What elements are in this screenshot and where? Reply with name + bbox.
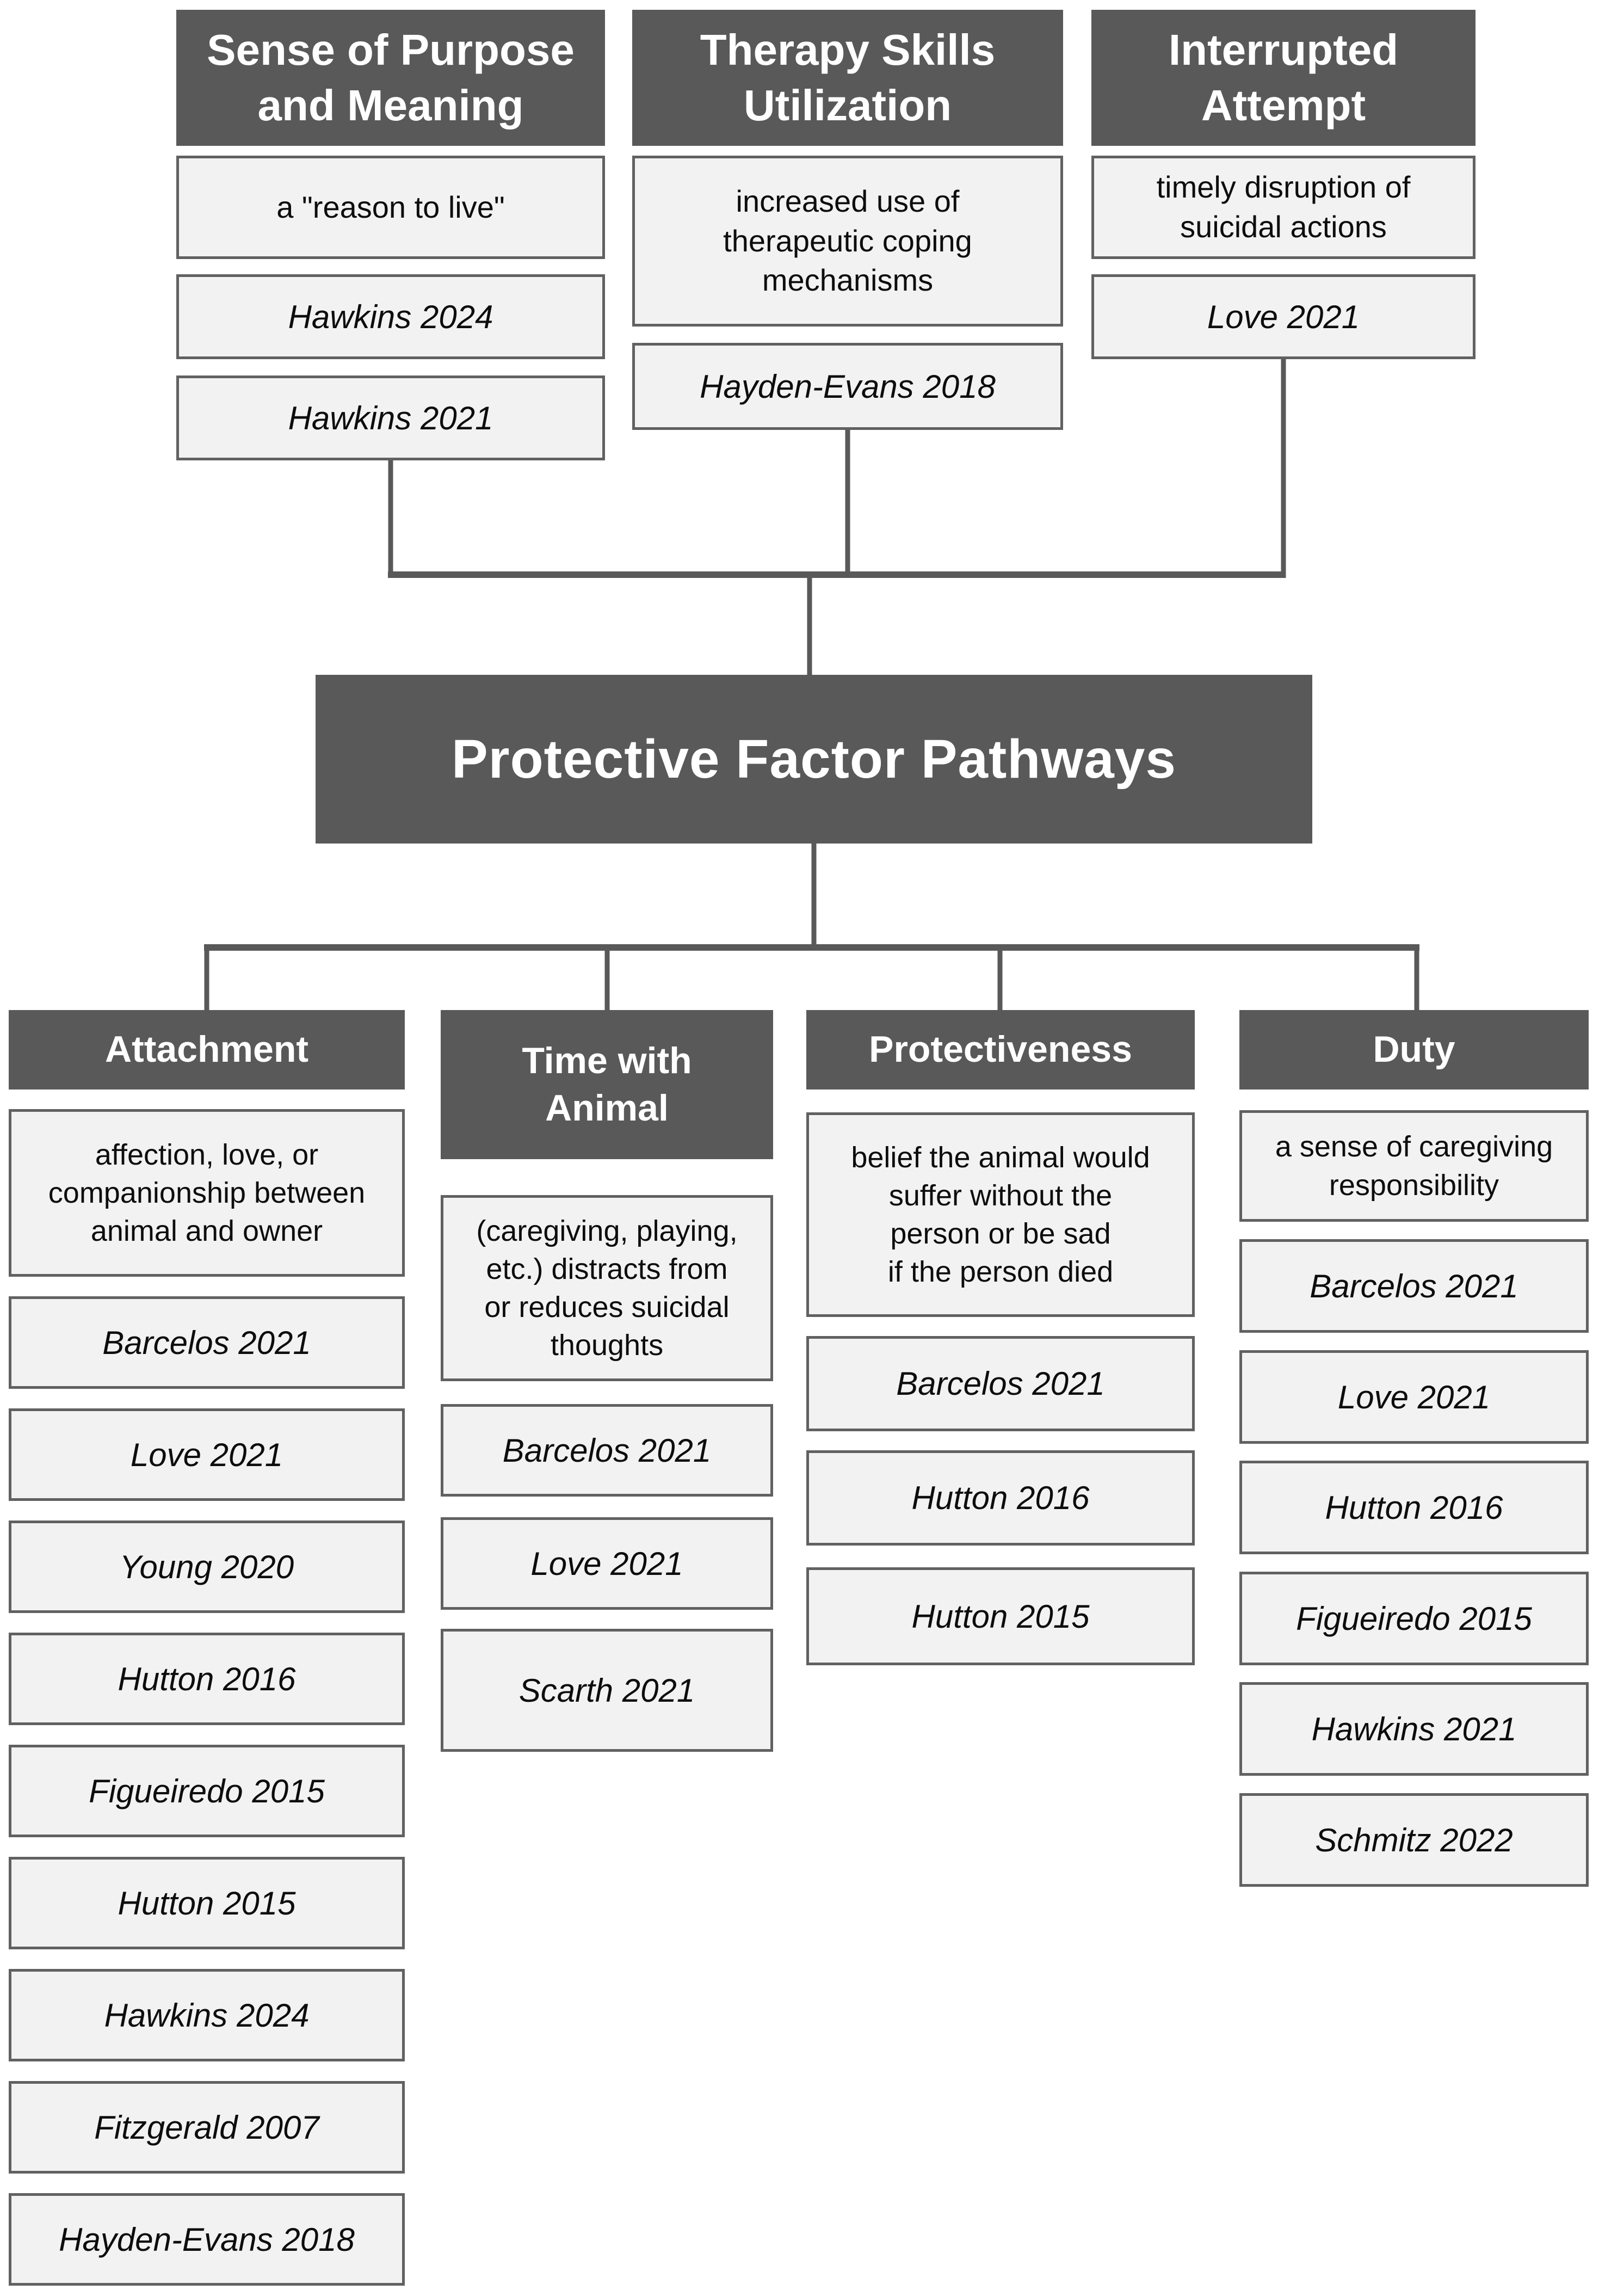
top-header-therapy-skills: Therapy Skills Utilization <box>632 10 1063 146</box>
citation-box: Hayden-Evans 2018 <box>632 343 1063 430</box>
bottom-header-duty: Duty <box>1239 1010 1589 1089</box>
citation-box: Barcelos 2021 <box>9 1296 405 1389</box>
bottom-header-protectiveness: Protectiveness <box>806 1010 1195 1089</box>
citation-box: Hawkins 2021 <box>176 376 605 460</box>
definition-box-sense-of-purpose: a "reason to live" <box>176 156 605 259</box>
citation-box: Schmitz 2022 <box>1239 1793 1589 1887</box>
citation-box: Hawkins 2024 <box>176 274 605 359</box>
citation-box: Love 2021 <box>441 1517 773 1610</box>
citation-box: Figueiredo 2015 <box>1239 1572 1589 1665</box>
definition-box-interrupted-attempt: timely disruption of suicidal actions <box>1091 156 1475 259</box>
citation-box: Hayden-Evans 2018 <box>9 2193 405 2286</box>
citation-box: Hutton 2016 <box>806 1450 1195 1546</box>
citation-box: Fitzgerald 2007 <box>9 2081 405 2174</box>
citation-box: Hutton 2015 <box>9 1857 405 1949</box>
citation-box: Hutton 2015 <box>806 1567 1195 1665</box>
definition-box-attachment: affection, love, or companionship betwee… <box>9 1109 405 1277</box>
bottom-branch-lines <box>204 947 1419 1013</box>
definition-box-duty: a sense of caregiving responsibility <box>1239 1110 1589 1222</box>
citation-box: Barcelos 2021 <box>1239 1239 1589 1333</box>
citation-box: Barcelos 2021 <box>441 1404 773 1497</box>
definition-box-time-with-animal: (caregiving, playing, etc.) distracts fr… <box>441 1195 773 1381</box>
citation-box: Figueiredo 2015 <box>9 1745 405 1837</box>
citation-box: Scarth 2021 <box>441 1629 773 1752</box>
definition-box-protectiveness: belief the animal would suffer without t… <box>806 1112 1195 1317</box>
citation-box: Hawkins 2021 <box>1239 1682 1589 1776</box>
top-header-interrupted-attempt: Interrupted Attempt <box>1091 10 1475 146</box>
citation-box: Hawkins 2024 <box>9 1969 405 2061</box>
definition-box-therapy-skills: increased use of therapeutic coping mech… <box>632 156 1063 327</box>
diagram-title: Protective Factor Pathways <box>316 675 1312 844</box>
citation-box: Barcelos 2021 <box>806 1336 1195 1431</box>
top-branch-lines <box>388 359 1286 578</box>
citation-box: Hutton 2016 <box>1239 1461 1589 1554</box>
bottom-header-time-with-animal: Time with Animal <box>441 1010 773 1159</box>
citation-box: Love 2021 <box>9 1408 405 1501</box>
citation-box: Hutton 2016 <box>9 1633 405 1725</box>
top-header-sense-of-purpose: Sense of Purpose and Meaning <box>176 10 605 146</box>
citation-box: Love 2021 <box>1239 1350 1589 1444</box>
citation-box: Love 2021 <box>1091 274 1475 359</box>
bottom-header-attachment: Attachment <box>9 1010 405 1089</box>
citation-box: Young 2020 <box>9 1521 405 1613</box>
